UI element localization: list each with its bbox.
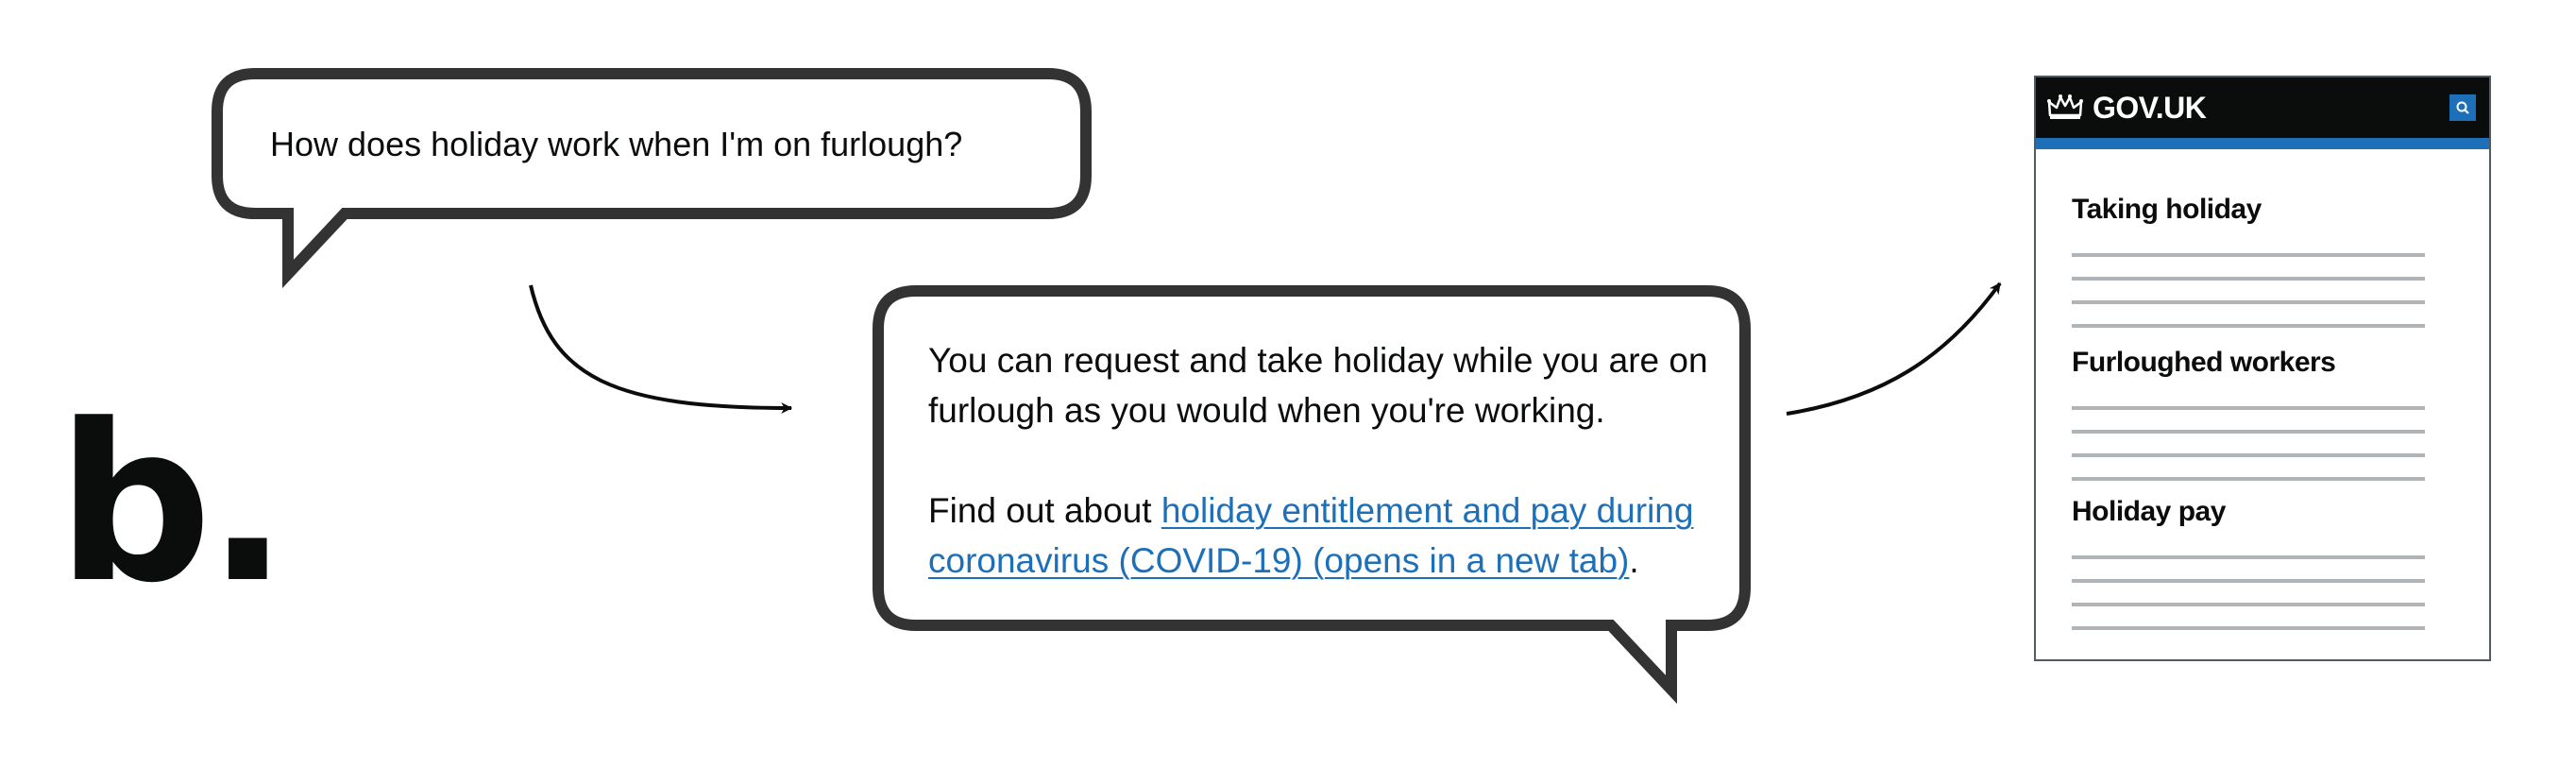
placeholder-line (2072, 477, 2425, 481)
panel-label: b. (57, 379, 289, 631)
search-icon (2456, 101, 2469, 114)
govuk-logo-text[interactable]: GOV.UK (2093, 91, 2207, 125)
page-section: Holiday pay (2072, 495, 2425, 630)
placeholder-line (2072, 626, 2425, 630)
section-heading: Holiday pay (2072, 496, 2226, 527)
placeholder-line (2072, 603, 2425, 606)
answer-link-suffix: . (1629, 541, 1639, 580)
govuk-page-mockup: GOV.UK Taking holiday Furloughed workers… (2034, 76, 2491, 661)
placeholder-line (2072, 300, 2425, 304)
answer-bubble (873, 285, 1751, 705)
placeholder-line (2072, 555, 2425, 559)
placeholder-line (2072, 324, 2425, 328)
holiday-entitlement-link[interactable]: holiday entitlement and pay during coron… (928, 491, 1694, 580)
question-bubble (212, 68, 1092, 289)
section-heading: Taking holiday (2072, 194, 2262, 225)
placeholder-line (2072, 430, 2425, 434)
answer-text: You can request and take holiday while y… (928, 335, 1731, 586)
crown-icon (2047, 94, 2083, 119)
placeholder-line (2072, 579, 2425, 583)
section-heading: Furloughed workers (2072, 347, 2336, 378)
placeholder-line (2072, 453, 2425, 457)
answer-paragraph-1: You can request and take holiday while y… (928, 341, 1708, 430)
govuk-header: GOV.UK (2036, 77, 2489, 138)
page-section: Taking holiday (2072, 193, 2425, 328)
arrow-question-to-answer (529, 284, 793, 414)
placeholder-line (2072, 406, 2425, 410)
answer-paragraph-2: Find out about holiday entitlement and p… (928, 486, 1731, 586)
search-button[interactable] (2449, 94, 2476, 121)
govuk-header-blue-bar (2036, 138, 2489, 149)
placeholder-line (2072, 277, 2425, 281)
answer-link-prefix: Find out about (928, 491, 1161, 530)
question-text: How does holiday work when I'm on furlou… (270, 125, 963, 163)
arrow-answer-to-page (1786, 281, 2002, 416)
page-section: Furloughed workers (2072, 346, 2425, 481)
placeholder-line (2072, 253, 2425, 257)
